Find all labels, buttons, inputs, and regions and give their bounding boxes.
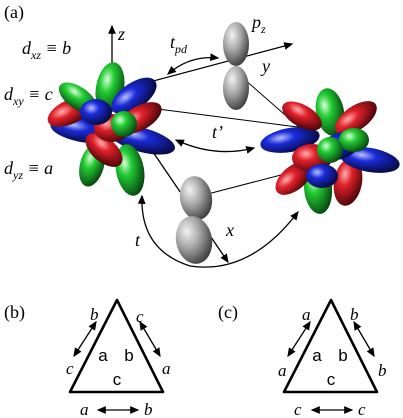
- triangle-c-right-edge-2: b: [378, 361, 387, 380]
- triangle-c-inner-b: b: [338, 346, 347, 365]
- pz-label: pz: [250, 12, 266, 36]
- triangle-b-inner-a: a: [98, 346, 108, 365]
- y-axis-label: y: [260, 56, 270, 76]
- triangle-b-bottom-edge-2: b: [144, 400, 153, 418]
- triangle-b-bottom-edge-1: a: [80, 400, 89, 418]
- px-orbital: [175, 176, 213, 264]
- triangle-b-right-arrow: [139, 320, 161, 358]
- dyz-label: dyz ≡ a: [4, 158, 53, 182]
- triangle-c-left-edge-1: a: [278, 361, 287, 380]
- triangle-c-right-edge-1: b: [350, 305, 359, 324]
- x-axis-label: x: [225, 220, 234, 240]
- t-arrow: [137, 194, 299, 268]
- triangle-b-right-edge-2: a: [162, 359, 171, 378]
- triangle-c-left-edge-2: a: [302, 305, 311, 324]
- tprime-arrow: [174, 139, 256, 154]
- triangle-c-left-arrow: [287, 320, 311, 358]
- triangle-b-inner-c: c: [113, 370, 122, 389]
- tpd-label: tpd: [170, 32, 188, 56]
- triangle-c-inner-c: c: [327, 370, 336, 389]
- triangle-b-inner-b: b: [124, 346, 133, 365]
- dxy-label: dxy ≡ c: [4, 84, 53, 108]
- z-axis-label: z: [117, 24, 125, 44]
- triangle-b-right-edge-1: c: [136, 307, 144, 326]
- triangle-b-left-arrow: [73, 320, 97, 358]
- d-orbital-cluster-right: [260, 88, 400, 214]
- panel-c-label: (c): [218, 302, 238, 323]
- t-label: t: [135, 230, 141, 250]
- panel-b-label: (b): [4, 302, 25, 323]
- triangle-c-bottom-edge-2: c: [358, 400, 366, 418]
- d-orbital-cluster-left: [47, 62, 175, 196]
- panel-a-label: (a): [4, 2, 24, 23]
- triangle-b-left-edge-1: c: [66, 359, 74, 378]
- triangle-c-bottom-edge-1: c: [294, 400, 302, 418]
- pz-orbital: [223, 22, 249, 110]
- triangle-c-right-arrow: [353, 320, 375, 358]
- bond-line-top: [149, 107, 306, 129]
- dxz-label: dxz ≡ b: [22, 38, 71, 62]
- tprime-label: t’: [212, 122, 223, 142]
- triangle-b-left-edge-2: b: [90, 305, 99, 324]
- triangle-c-inner-a: a: [312, 346, 322, 365]
- tpd-arrow: [167, 53, 220, 75]
